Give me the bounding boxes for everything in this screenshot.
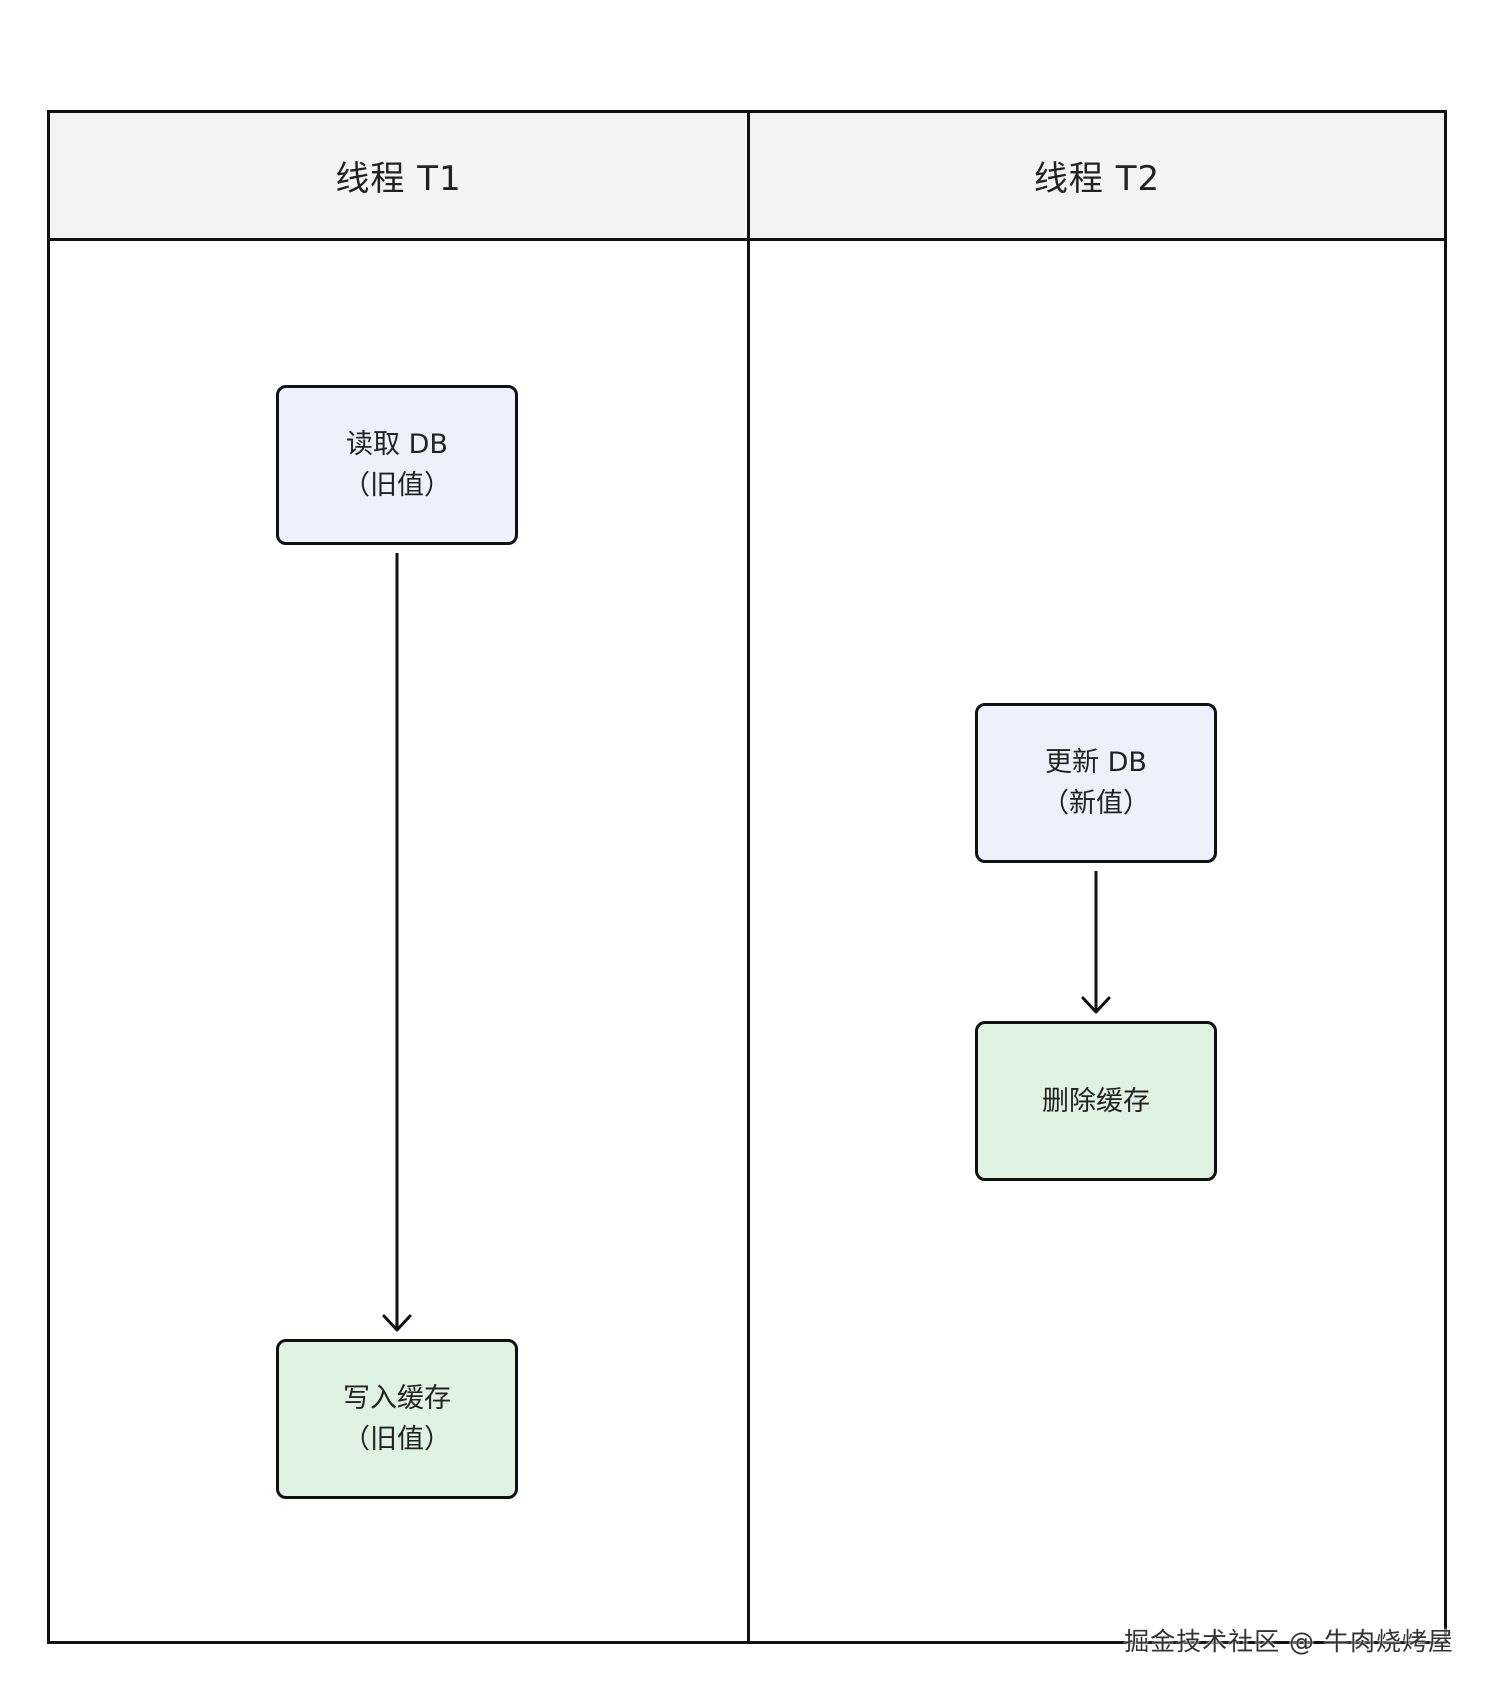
lane-thread-t1: 线程 T1	[50, 113, 750, 1641]
swimlane-diagram: 线程 T1 线程 T2	[47, 110, 1447, 1644]
watermark: 掘金技术社区 @ 牛肉烧烤屋	[1124, 1627, 1454, 1656]
node-delete-cache: 删除缓存	[975, 1021, 1217, 1181]
lane-header-t2: 线程 T2	[750, 113, 1444, 241]
node-read-db: 读取 DB （旧值）	[276, 385, 518, 545]
node-write-cache-line2: （旧值）	[343, 1424, 451, 1455]
node-update-db-line1: 更新 DB	[1045, 747, 1147, 778]
lane-title-t2: 线程 T2	[1033, 159, 1161, 199]
node-delete-cache-line1: 删除缓存	[1042, 1085, 1150, 1117]
node-read-db-line1: 读取 DB	[346, 429, 448, 460]
lane-title-t1: 线程 T1	[335, 159, 462, 199]
node-write-cache: 写入缓存 （旧值）	[276, 1339, 518, 1499]
node-read-db-line2: （旧值）	[343, 470, 451, 501]
node-update-db-line2: （新值）	[1042, 788, 1150, 819]
node-update-db: 更新 DB （新值）	[975, 703, 1217, 863]
lane-thread-t2: 线程 T2	[750, 113, 1444, 1641]
node-write-cache-line1: 写入缓存	[343, 1383, 451, 1414]
lane-header-t1: 线程 T1	[50, 113, 747, 241]
